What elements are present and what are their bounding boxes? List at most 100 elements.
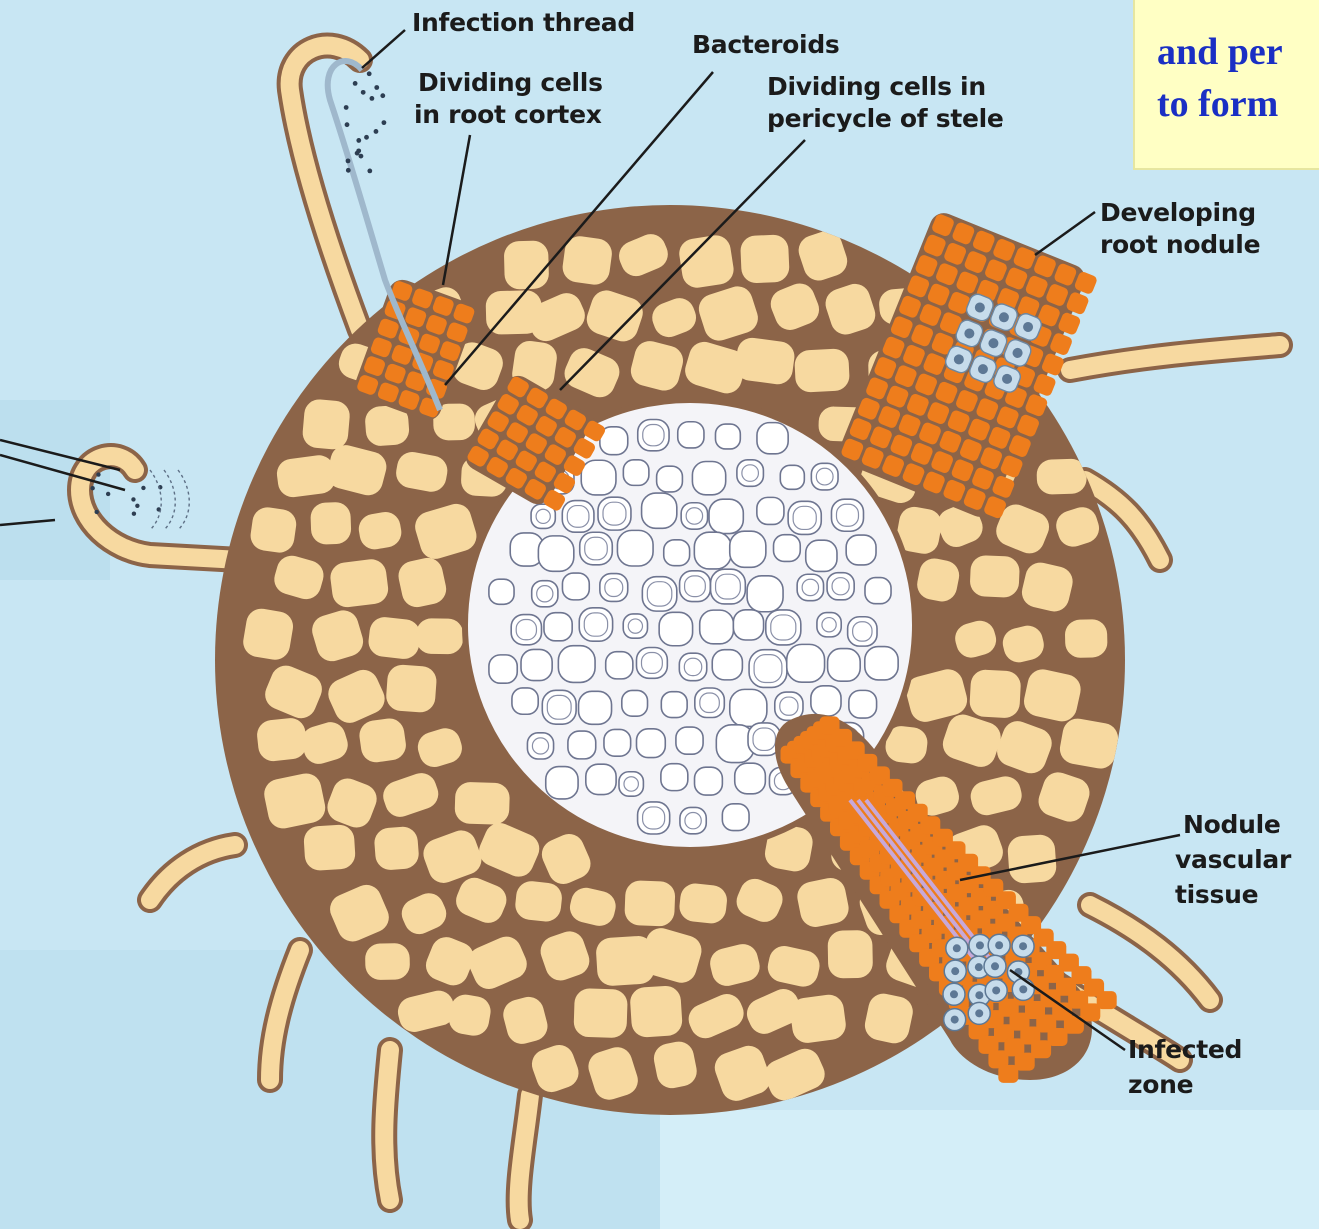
cortex-cell (249, 505, 299, 554)
stele-cell (606, 652, 633, 679)
callout-box: and per to form (1133, 0, 1319, 170)
stele-cell (581, 460, 616, 495)
bacterium (106, 492, 110, 496)
bacterium (353, 81, 358, 86)
stele-cell (661, 692, 687, 718)
stele-cell (676, 727, 703, 754)
stele-cell (715, 424, 740, 449)
bacterium (367, 71, 372, 76)
bacterium (96, 472, 100, 476)
label-bacteroids: Bacteroids (692, 30, 840, 60)
cortex-cell (629, 985, 683, 1038)
bacterium (382, 120, 387, 125)
stele-cell (806, 540, 837, 571)
infected-cell-nucleus (953, 944, 961, 952)
infected-cell-nucleus (995, 941, 1003, 949)
bacterium (346, 158, 351, 163)
stele-cell (546, 767, 578, 799)
stele-cell (532, 581, 558, 607)
stele-cell (622, 690, 648, 716)
cortex-cell (794, 348, 850, 393)
bacterium (90, 486, 94, 490)
cortex-cell (624, 880, 675, 927)
bacterium (356, 138, 361, 143)
label-dividing-pericycle-line2: pericycle of stele (767, 104, 1004, 134)
stele-cell (757, 497, 784, 524)
bacterium (345, 122, 350, 127)
cortex-cell (301, 398, 351, 450)
bacterium (374, 85, 379, 90)
cortex-cell (1036, 458, 1087, 494)
label-infection-thread: Infection thread (412, 8, 635, 38)
cortex-cell (740, 234, 790, 283)
stele-cell (544, 613, 572, 641)
stele-cell (512, 688, 538, 714)
stele-cell (846, 535, 876, 565)
stele-cell (828, 649, 861, 682)
cortex-cell (385, 664, 437, 714)
stele-cell (623, 614, 647, 638)
root-hair-core (1090, 905, 1210, 1000)
bacterium (359, 154, 364, 159)
stele-cell (700, 610, 734, 644)
stele-cell (865, 647, 898, 680)
callout-line1: and per (1157, 30, 1283, 74)
infected-cell-nucleus (951, 967, 959, 975)
bacterium (132, 512, 136, 516)
stele-cell (681, 503, 707, 529)
label-nodule-vascular-line1: Nodule (1183, 810, 1281, 840)
cortex-cell (678, 882, 728, 925)
label-infected-line1: Infected (1128, 1035, 1242, 1065)
cortex-cell (303, 824, 356, 871)
cortex-cell (365, 943, 410, 980)
infected-cell-nucleus (992, 986, 1000, 994)
stele-cell (489, 579, 514, 604)
stele-cell (680, 807, 706, 833)
cortex-cell (373, 826, 419, 871)
stele-cell (636, 729, 665, 758)
infected-cell-nucleus (991, 962, 999, 970)
label-nodule-vascular-line3: tissue (1175, 880, 1258, 910)
stele-cell (774, 535, 801, 562)
stele-cell (664, 540, 690, 566)
label-dividing-cortex-line2: in root cortex (414, 100, 602, 130)
bacterium (370, 96, 375, 101)
stele-cell (811, 463, 838, 490)
cortex-cell (1007, 834, 1057, 884)
stele-cell (787, 644, 825, 682)
stele-cell (849, 690, 877, 718)
stele-cell (747, 576, 783, 612)
stele-cell (811, 686, 841, 716)
stele-cell (735, 763, 766, 794)
cortex-cell (734, 336, 797, 386)
stele-cell (617, 530, 653, 566)
bacterium (344, 105, 349, 110)
chemical-signal (178, 470, 189, 530)
cortex-cell (367, 616, 422, 661)
stele-cell (757, 423, 788, 454)
stele-cell (642, 493, 677, 528)
bacterium (364, 135, 369, 140)
infected-cell-nucleus (975, 963, 983, 971)
label-dividing-cortex-line1: Dividing cells (418, 68, 603, 98)
stele-cell (657, 466, 683, 492)
stele-cell (600, 574, 628, 602)
cortex-cell (329, 558, 390, 609)
callout-line2: to form (1157, 82, 1278, 126)
stele-cell (527, 733, 553, 759)
infected-cell-nucleus (951, 1016, 959, 1024)
stele-cell (623, 460, 649, 486)
stele-cell (692, 461, 725, 494)
infected-cell-nucleus (976, 941, 984, 949)
stele-cell (827, 573, 854, 600)
label-developing-line2: root nodule (1100, 230, 1260, 260)
stele-cell (489, 655, 517, 683)
root-hair-core (270, 950, 300, 1080)
stele-cell (604, 729, 631, 756)
stele-cell (730, 689, 767, 726)
stele-cell (558, 646, 595, 683)
cortex-cell (1065, 619, 1108, 658)
cortex-cell (504, 240, 550, 289)
stele-cell (733, 610, 763, 640)
